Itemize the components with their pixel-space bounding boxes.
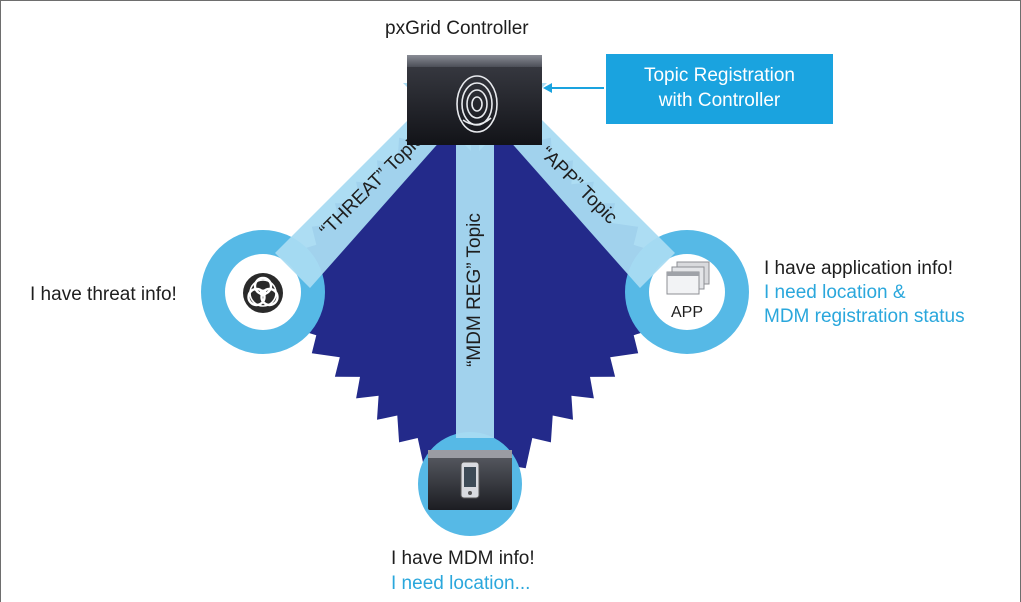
mobile-device-icon (428, 450, 512, 510)
app-node-text-1: I have application info! (764, 258, 954, 279)
mdm-topic-label: “MDM REG” Topic (464, 213, 485, 367)
registration-line-1: Topic Registration (643, 65, 796, 86)
app-node: APP (625, 230, 749, 354)
app-icon-label: APP (671, 304, 703, 321)
controller-top (407, 55, 542, 67)
mdm-node (418, 432, 522, 536)
controller-title: pxGrid Controller (385, 18, 529, 39)
mdm-node-text-1: I have MDM info! (391, 548, 535, 569)
app-node-text-3: MDM registration status (764, 306, 965, 327)
registration-line-2: with Controller (658, 90, 781, 111)
biohazard-icon (243, 273, 283, 313)
controller-body (407, 55, 542, 145)
threat-node-text: I have threat info! (30, 284, 177, 305)
mdm-topic-arrow: “MDM REG” Topic (434, 92, 516, 438)
pxgrid-controller (407, 55, 542, 145)
mdm-node-text-2: I need location... (391, 573, 531, 594)
fingerprint-icon (456, 75, 498, 133)
registration-connector (543, 83, 604, 93)
app-windows-icon (666, 261, 710, 295)
app-node-text-2: I need location & (764, 282, 906, 303)
topic-registration-box: Topic Registration with Controller (606, 54, 833, 124)
